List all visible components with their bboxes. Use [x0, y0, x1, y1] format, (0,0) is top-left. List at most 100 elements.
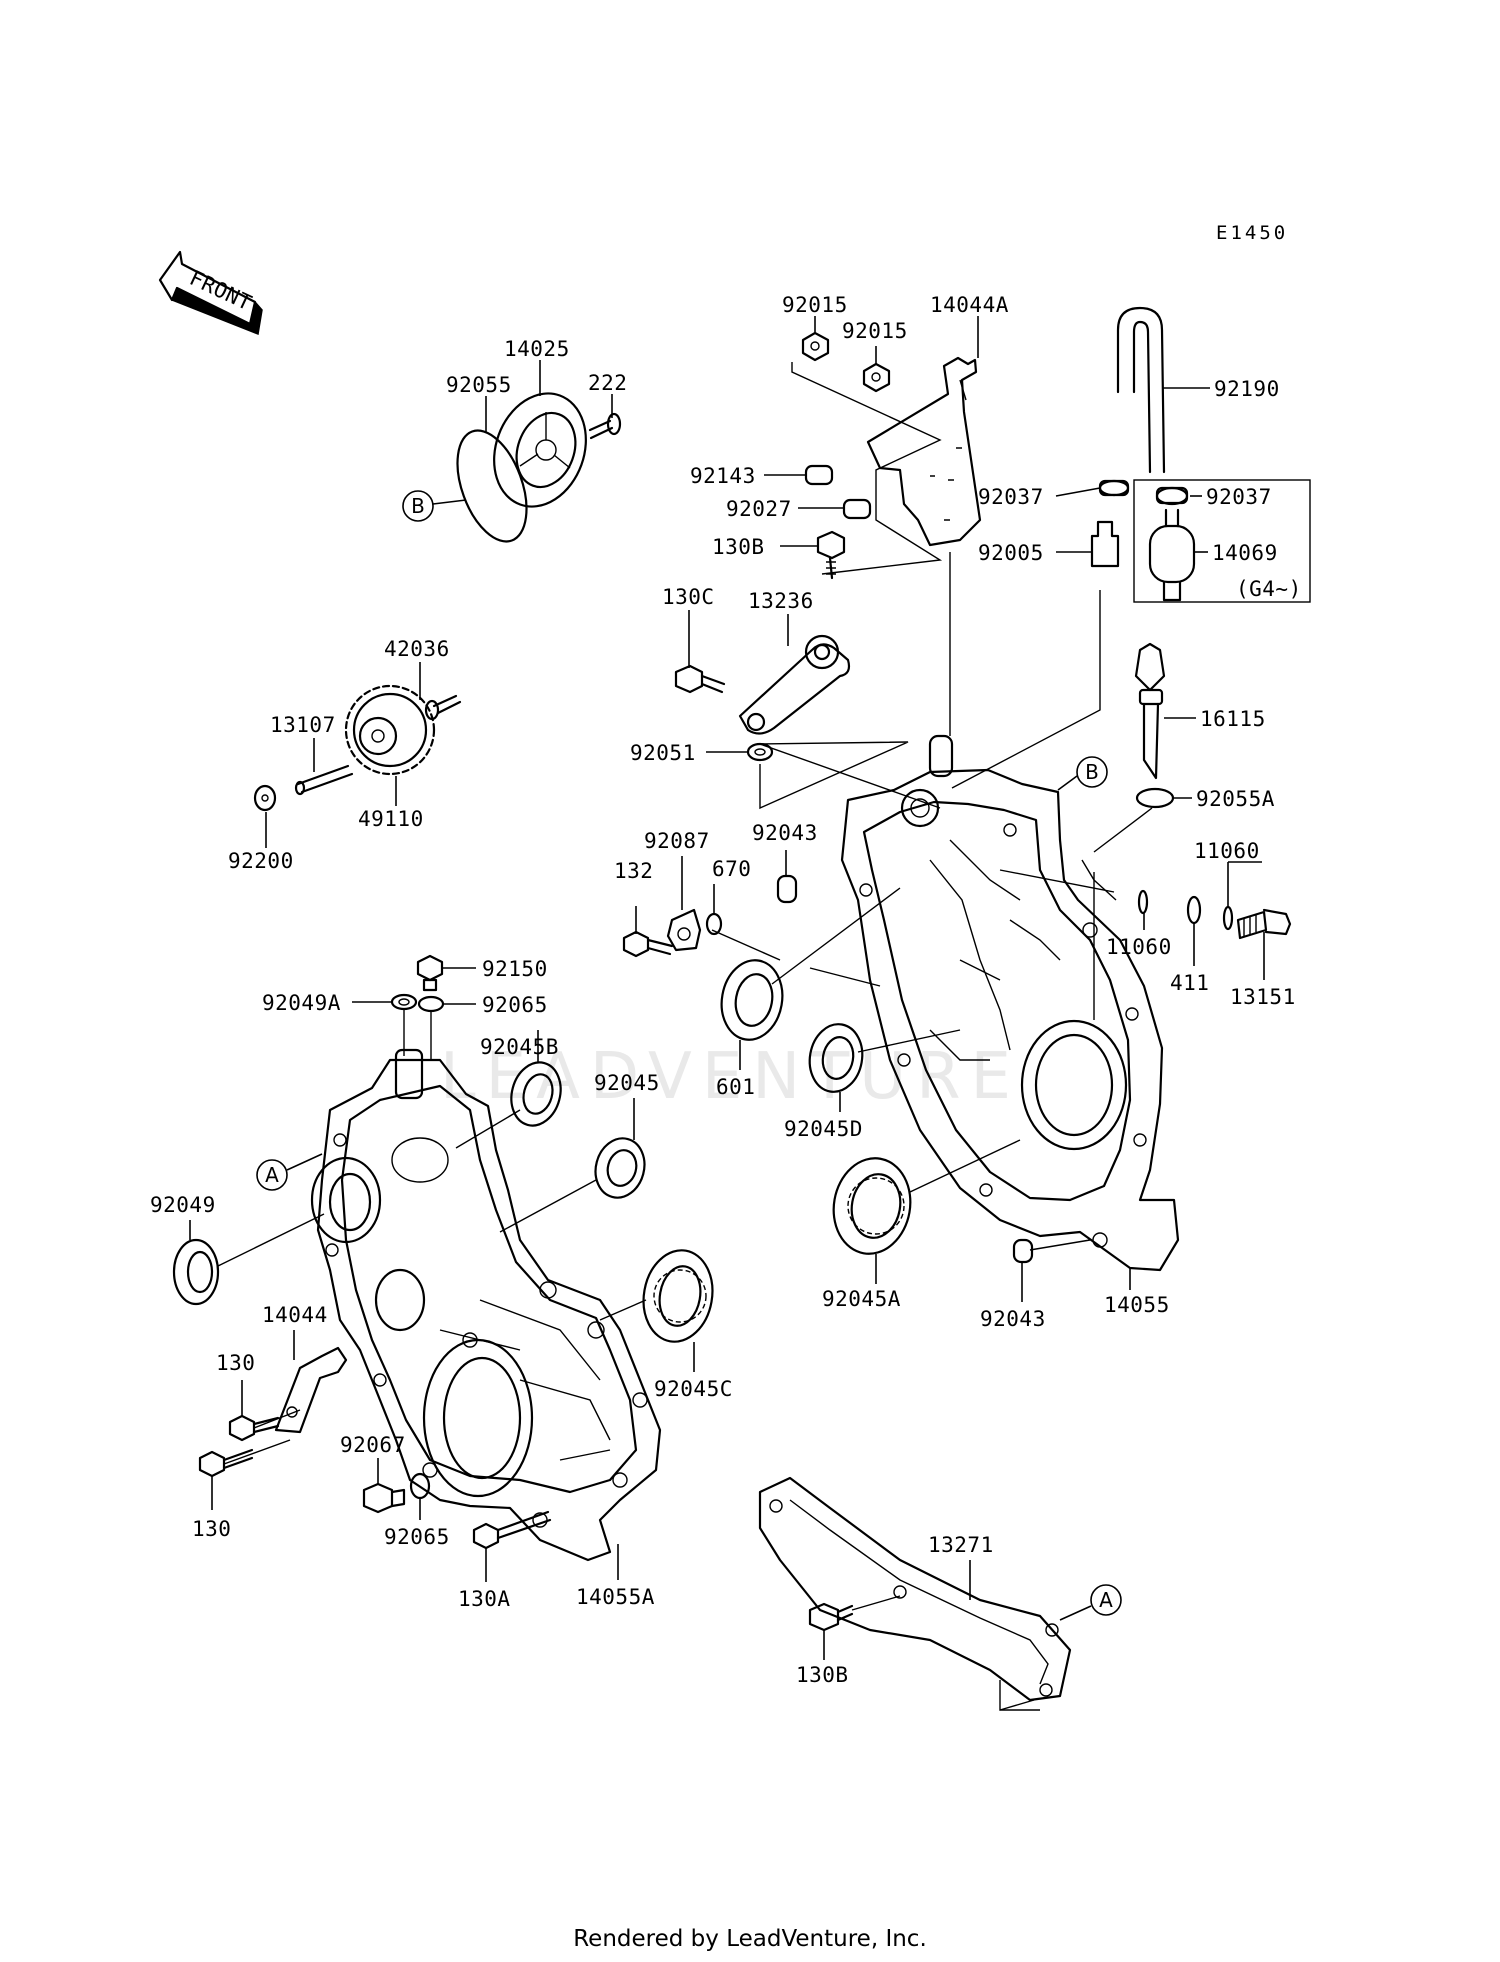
oring-92055-part [456, 429, 528, 543]
diagram-code: E1450 [1216, 222, 1289, 244]
case-cover-14055-part [840, 734, 1180, 1272]
label-92045: 92045 [594, 1071, 660, 1095]
label-92087: 92087 [644, 829, 710, 853]
nut-92015-a-part [801, 331, 830, 362]
label-92049A: 92049A [262, 991, 341, 1015]
label-92043-b: 92043 [980, 1307, 1046, 1331]
label-13236: 13236 [748, 589, 814, 613]
clip-11060-a-part [1137, 889, 1149, 915]
label-14044A: 14044A [930, 293, 1009, 317]
label-14069: 14069 [1212, 541, 1278, 565]
label-13271: 13271 [928, 1533, 994, 1557]
dowel-92043-a-part [776, 874, 798, 904]
hose-92190-part [1116, 306, 1166, 474]
label-16115: 16115 [1200, 707, 1266, 731]
label-92045C: 92045C [654, 1377, 733, 1401]
label-11060-a: 11060 [1194, 839, 1260, 863]
leader-lines [189, 316, 1265, 1711]
bolt-92067-part [362, 1482, 406, 1514]
label-92027: 92027 [726, 497, 792, 521]
label-92045A: 92045A [822, 1287, 901, 1311]
dowel-92043-b-part [1012, 1238, 1034, 1264]
variant-box [1133, 479, 1311, 603]
bearing-92045B-part [510, 1061, 562, 1127]
label-92043-a: 92043 [752, 821, 818, 845]
fitting-92005-part [1090, 520, 1120, 568]
label-132: 132 [614, 859, 653, 883]
watermark-text: LEADVENTURE [440, 1040, 1021, 1114]
label-49110: 49110 [358, 807, 424, 831]
label-92065-b: 92065 [384, 1525, 450, 1549]
label-92049: 92049 [150, 1193, 216, 1217]
label-42036: 42036 [384, 637, 450, 661]
footer-credit: Rendered by LeadVenture, Inc. [573, 1926, 927, 1952]
label-92045B: 92045B [480, 1035, 559, 1059]
label-14044: 14044 [262, 1303, 328, 1327]
label-92015-a: 92015 [782, 293, 848, 317]
label-14055: 14055 [1104, 1293, 1170, 1317]
filter-14069-part [1148, 508, 1196, 602]
bracket-14044-part [274, 1346, 348, 1434]
pin-42036-part [424, 694, 462, 721]
label-130A: 130A [458, 1587, 511, 1611]
crankcase-14055A-part [310, 1048, 662, 1562]
clamp-92037-a-part [1098, 479, 1130, 497]
label-92190: 92190 [1214, 377, 1280, 401]
collar-92027-part [842, 498, 872, 520]
dipstick-16115-part [1134, 642, 1166, 780]
pump-cover-14025-part [493, 392, 587, 508]
label-411: 411 [1170, 971, 1209, 995]
callout-B-lower: B [1057, 756, 1108, 791]
nut-92015-b-part [862, 362, 891, 393]
bearing-92045C-part [642, 1249, 714, 1343]
washer-411-part [1186, 895, 1202, 925]
svg-text:B: B [411, 494, 425, 518]
screw-222-part [588, 412, 622, 440]
label-14055A: 14055A [576, 1585, 655, 1609]
collar-92143-part [804, 464, 834, 486]
svg-text:A: A [1099, 1588, 1113, 1612]
bolt-130C-part [674, 664, 726, 694]
bearing-92045D-part [808, 1023, 864, 1093]
svg-text:B: B [1085, 760, 1099, 784]
label-13107: 13107 [270, 713, 336, 737]
bolt-130-b-part [198, 1448, 254, 1478]
clamp-92037-b-part [1155, 486, 1189, 506]
label-601: 601 [716, 1075, 755, 1099]
label-92067: 92067 [340, 1433, 406, 1457]
svg-text:A: A [265, 1163, 279, 1187]
label-g4-variant: (G4~) [1236, 577, 1302, 601]
label-92055A: 92055A [1196, 787, 1275, 811]
label-92015-b: 92015 [842, 319, 908, 343]
switch-13151-part [1236, 908, 1292, 940]
bolt-130B-top-part [816, 530, 846, 580]
callout-B-upper: B [402, 490, 467, 522]
label-92065-a: 92065 [482, 993, 548, 1017]
gasket-13271-part [758, 1476, 1072, 1702]
washer-92049A-part [390, 993, 418, 1011]
label-92037-a: 92037 [978, 485, 1044, 509]
label-92045D: 92045D [784, 1117, 863, 1141]
label-130C: 130C [662, 585, 715, 609]
clip-11060-b-part [1222, 905, 1234, 931]
bearing-601-part [720, 959, 784, 1041]
label-92200: 92200 [228, 849, 294, 873]
label-92005: 92005 [978, 541, 1044, 565]
callout-A-lower: A [1059, 1584, 1122, 1621]
label-14025: 14025 [504, 337, 570, 361]
bolt-132-part [622, 930, 674, 958]
label-11060-b: 11060 [1106, 935, 1172, 959]
plate-92087-part [666, 908, 702, 952]
gear-49110-part [344, 684, 436, 776]
label-92051: 92051 [630, 741, 696, 765]
washer-92200-part [253, 784, 277, 812]
label-130B-bottom: 130B [796, 1663, 849, 1687]
label-92037-b: 92037 [1206, 485, 1272, 509]
label-92143: 92143 [690, 464, 756, 488]
label-130-b: 130 [192, 1517, 231, 1541]
label-92150: 92150 [482, 957, 548, 981]
washer-92065-a-part [417, 995, 445, 1013]
bolt-130B-bottom-part [808, 1602, 854, 1632]
label-222: 222 [588, 371, 627, 395]
